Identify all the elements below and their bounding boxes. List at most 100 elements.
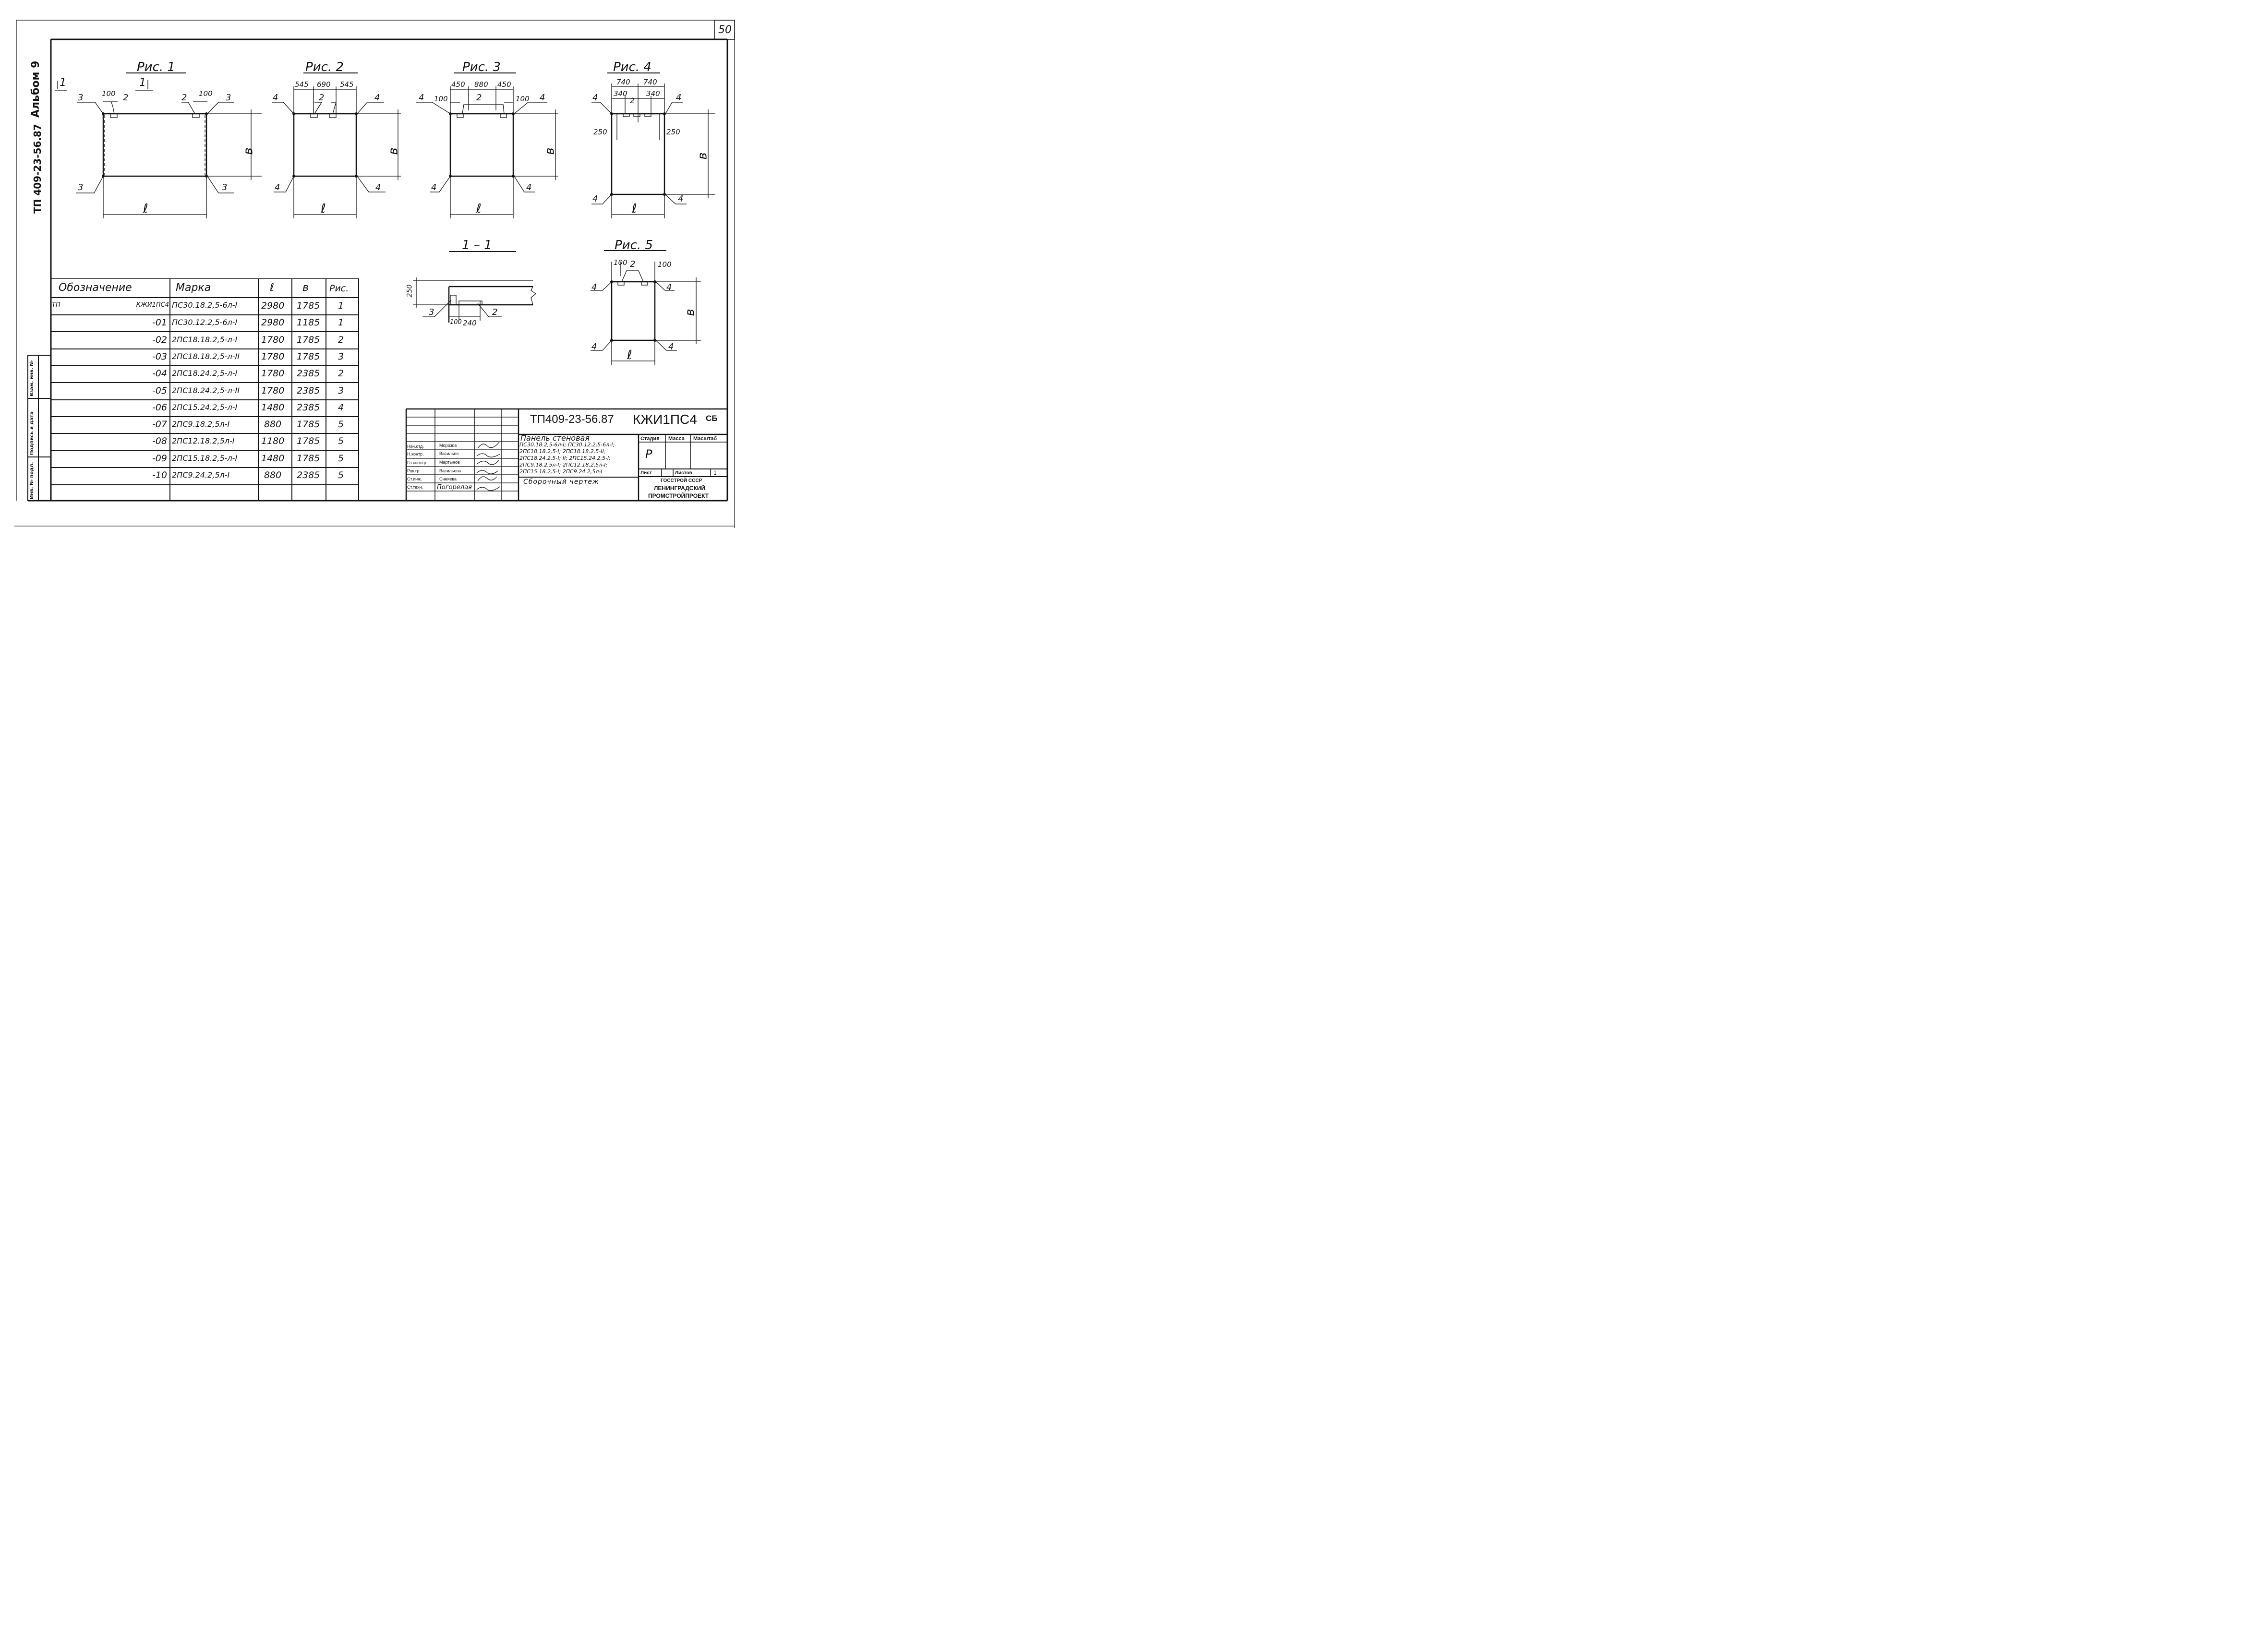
row-code: -04 — [152, 368, 167, 379]
sheets-label: Листов — [675, 470, 692, 476]
row-b: 1185 — [297, 317, 320, 328]
description-title: Панель стеновая — [520, 433, 590, 443]
fig3-dim-l-label: ℓ — [476, 202, 482, 216]
row-fig: 3 — [338, 351, 344, 362]
title-product: КЖИ1ПС4 — [633, 412, 697, 427]
row-l: 1780 — [261, 368, 285, 379]
fig1-lug-right — [192, 113, 200, 118]
fig1-callout-2-left: 2 — [123, 93, 129, 103]
fig1-callout-3-bottomleft: 3 — [78, 182, 84, 192]
fig5-dim-l-label: ℓ — [627, 348, 632, 362]
title-code: ТП409-23-56.87 — [530, 413, 614, 426]
figures-layer — [55, 72, 715, 365]
scale-label: Масштаб — [693, 436, 717, 442]
fig4-dim-6: 250 — [666, 128, 680, 136]
description-line-4: 2ПС9.18.2,5л-I; 2ПС12.18.2,5л-I; — [519, 462, 608, 468]
row-code: -06 — [152, 402, 167, 413]
row-mark: 2ПС18.18.2,5-л-I — [172, 335, 238, 344]
stage-label: Стадия — [640, 436, 660, 442]
header-l: ℓ — [270, 282, 275, 294]
staff-name-6: Погорелая — [437, 484, 472, 491]
org-line-3: ПРОМСТРОЙПРОЕКТ — [648, 492, 709, 499]
org-line-1: ГОССТРОЙ СССР — [661, 478, 702, 483]
fig1-callout-3-bottomright: 3 — [222, 182, 228, 192]
fig1-dim-right: 100 — [199, 89, 213, 98]
fig2-callout-4-bottomright: 4 — [375, 182, 381, 192]
row-l: 2980 — [261, 317, 285, 328]
fig3-callout-2: 2 — [476, 93, 482, 103]
row-code: -03 — [152, 351, 167, 362]
fig4-callout-4-topright: 4 — [676, 93, 682, 103]
row-l: 880 — [264, 419, 282, 430]
fig5-dim-right: 100 — [658, 260, 672, 269]
staff-role-6: Ст.техн. — [407, 485, 423, 490]
row-l: 1480 — [261, 453, 285, 464]
fig4-callout-4-bottomleft: 4 — [592, 194, 598, 204]
fig2-callout-2: 2 — [319, 93, 325, 103]
staff-name-2: Васильев — [439, 451, 459, 456]
header-fig: Рис. — [329, 283, 349, 294]
row-b: 1785 — [297, 436, 320, 446]
description-line-3: 2ПС18.24.2,5-I; II; 2ПС15.24.2,5-I; — [519, 455, 611, 461]
row-mark: 2ПС18.18.2,5-л-II — [172, 352, 240, 361]
fig2-callout-4-bottomleft: 4 — [275, 182, 280, 192]
row-code: -02 — [152, 335, 167, 345]
fig3-callout-4-topright: 4 — [540, 93, 545, 103]
org-line-2: ЛЕНИНГРАДСКИЙ — [654, 485, 706, 492]
row-b: 1785 — [297, 335, 320, 345]
drawing-type: Сборочный чертеж — [523, 478, 599, 486]
fig1-callout-2-right: 2 — [181, 93, 187, 103]
fig2-dim-3: 545 — [340, 80, 354, 89]
row-code: -09 — [152, 453, 167, 464]
fig2-title: Рис. 2 — [305, 60, 344, 74]
fig5-callout-4-bottomleft: 4 — [591, 342, 597, 352]
fig5-callout-4-bottomright: 4 — [668, 342, 674, 352]
sheet-label: Лист — [640, 470, 652, 476]
fig2-dim-l-label: ℓ — [321, 202, 326, 216]
row-mark: ПС30.12.2,5-6л-I — [172, 318, 238, 327]
fig3-title: Рис. 3 — [462, 60, 501, 74]
row-fig: 5 — [338, 453, 344, 464]
row-b: 1785 — [297, 453, 320, 464]
row-fig: 5 — [338, 419, 344, 430]
row-prefix: ТП — [52, 301, 60, 309]
row-fig: 2 — [338, 335, 344, 345]
staff-role-3: Гл.констр. — [407, 460, 428, 465]
fig1-callout-3-topright: 3 — [226, 93, 231, 103]
fig3-dim-4: 100 — [434, 95, 448, 103]
row-l: 1180 — [261, 436, 285, 446]
title-block-grid — [405, 408, 727, 501]
fig5-callout-4-topright: 4 — [666, 282, 672, 292]
fig1-lug-left — [110, 113, 118, 118]
description-line-2: 2ПС18.18.2,5-I; 2ПС18.18.2,5-II; — [519, 448, 606, 455]
fig4-callout-4-bottomright: 4 — [678, 194, 684, 204]
row-code: -10 — [152, 470, 167, 480]
description-line-5: 2ПС15.18.2,5-I; 2ПС9.24.2,5л-I — [519, 468, 603, 475]
fig5-callout-2: 2 — [630, 259, 636, 269]
fig3-dim-1: 450 — [451, 80, 465, 89]
row-mark: ПС30.18.2,5-6л-I — [172, 300, 238, 310]
row-b: 1785 — [297, 300, 320, 311]
row-mark: 2ПС15.18.2,5-л-I — [172, 454, 238, 463]
fig4-callout-2: 2 — [630, 96, 635, 105]
section-marker-left-label: 1 — [60, 77, 66, 89]
fig4-dim-1: 740 — [616, 78, 630, 86]
fig5-panel — [611, 281, 656, 341]
row-fig: 5 — [338, 436, 344, 446]
row-fig: 3 — [338, 385, 344, 396]
section-callout-2: 2 — [492, 307, 498, 317]
fig2-callout-4-topleft: 4 — [273, 93, 278, 103]
row-l: 1780 — [261, 335, 285, 345]
row-b: 1785 — [297, 419, 320, 430]
row-l: 1780 — [261, 385, 285, 396]
header-mark: Марка — [176, 282, 211, 294]
row-mark: 2ПС18.24.2,5-л-II — [172, 386, 240, 395]
fig3-callout-4-bottomright: 4 — [526, 182, 532, 192]
staff-name-5: Синяева — [439, 477, 457, 481]
sheets-value: 1 — [713, 469, 717, 476]
row-code: -05 — [152, 385, 167, 396]
section-title: 1 – 1 — [462, 238, 492, 252]
row-mark: 2ПС9.18.2,5л-I — [172, 420, 230, 429]
fig4-callout-4-topleft: 4 — [592, 93, 598, 103]
staff-role-5: Ст.инж. — [407, 477, 422, 481]
